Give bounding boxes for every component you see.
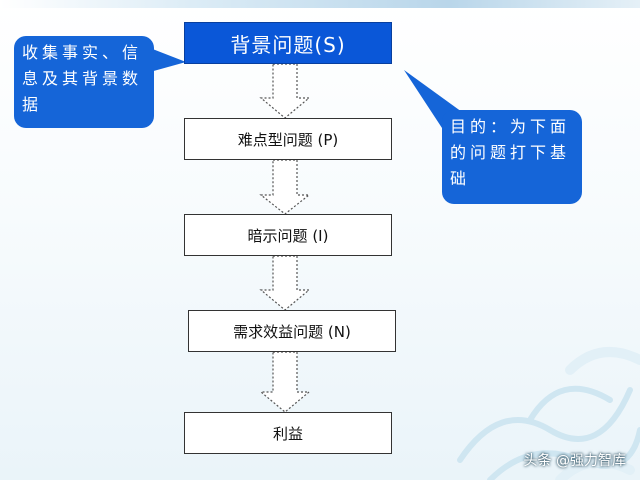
callout-left: 收集事实、信息及其背景数据 bbox=[14, 36, 154, 128]
down-arrow-1 bbox=[259, 63, 311, 119]
difficulty-question-label: 难点型问题 (P) bbox=[237, 130, 339, 149]
need-payoff-question-box: 需求效益问题 (N) bbox=[188, 310, 396, 352]
need-payoff-question-label: 需求效益问题 (N) bbox=[233, 322, 351, 341]
background-question-label: 背景问题(S) bbox=[230, 32, 346, 57]
difficulty-question-box: 难点型问题 (P) bbox=[184, 118, 392, 160]
down-arrow-3 bbox=[259, 255, 311, 311]
decorative-wave-pattern bbox=[457, 347, 640, 480]
background-question-box: 背景问题(S) bbox=[184, 22, 392, 64]
callout-right-text: 目的：为下面的问题打下基础 bbox=[450, 117, 571, 188]
top-gradient-bar bbox=[0, 0, 640, 8]
implication-question-box: 暗示问题 (I) bbox=[184, 214, 392, 256]
benefit-box: 利益 bbox=[184, 412, 392, 454]
watermark: 头条 @强力智库 bbox=[523, 453, 626, 469]
callout-right: 目的：为下面的问题打下基础 bbox=[442, 110, 582, 204]
benefit-label: 利益 bbox=[272, 424, 303, 443]
callout-left-text: 收集事实、信息及其背景数据 bbox=[22, 43, 143, 114]
callout-left-pointer bbox=[150, 48, 186, 72]
down-arrow-4 bbox=[259, 351, 311, 413]
down-arrow-2 bbox=[259, 159, 311, 215]
implication-question-label: 暗示问题 (I) bbox=[247, 226, 329, 245]
